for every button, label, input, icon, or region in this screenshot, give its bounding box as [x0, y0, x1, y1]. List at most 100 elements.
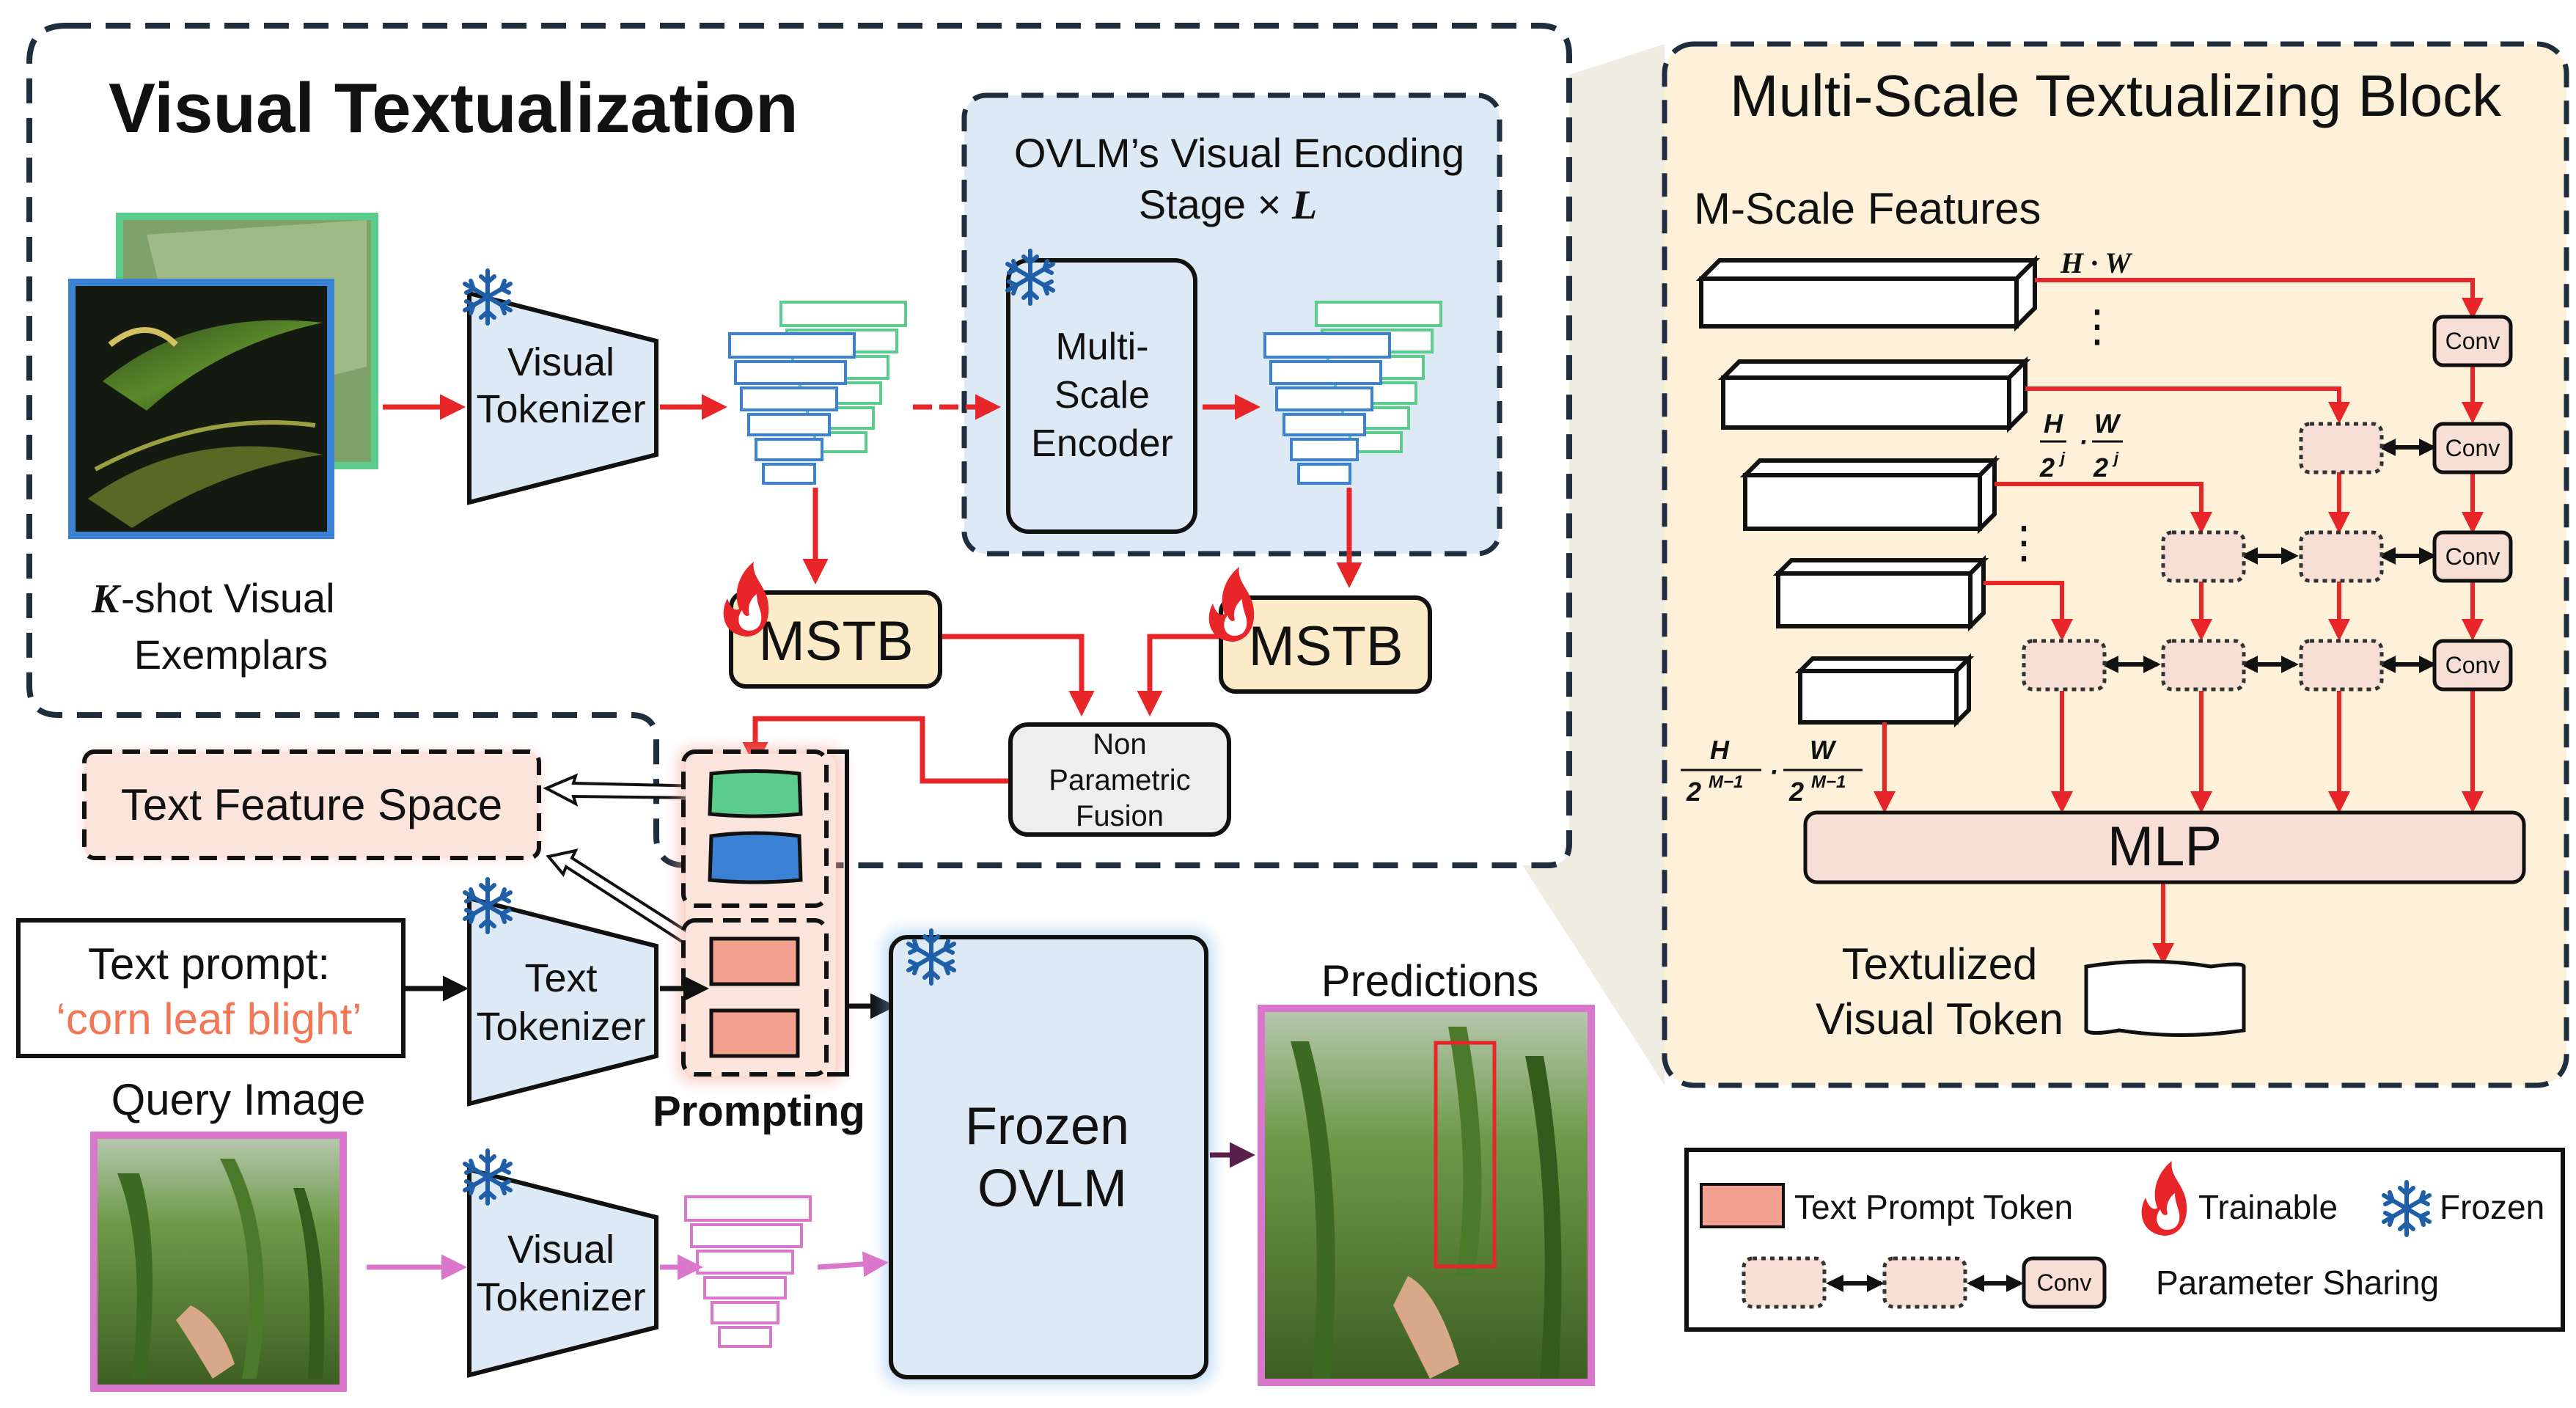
frozen-ovlm-box	[889, 935, 1208, 1379]
text-prompt-token	[709, 936, 800, 986]
prediction-image	[1258, 1005, 1595, 1386]
frac-m-den-w: 2	[1788, 777, 1804, 807]
legend-shared-cell	[1882, 1256, 1967, 1309]
frac-j-dot: ·	[2079, 427, 2088, 457]
output-label-line1: Textulized	[1842, 939, 2038, 989]
encoding-stage-line1: OVLM’s Visual Encoding	[1014, 130, 1464, 176]
shared-cell	[2299, 639, 2384, 692]
legend-text-prompt-swatch	[1700, 1183, 1785, 1228]
visual-tokenizer-bottom	[467, 1167, 658, 1378]
prediction-bounding-box	[1434, 1041, 1497, 1269]
mlp-box	[1803, 810, 2526, 884]
text-prompt-box	[16, 918, 406, 1058]
legend-trainable: Trainable	[2198, 1188, 2338, 1226]
mstb-box-1-label: MSTB	[758, 610, 913, 672]
conv-label: Conv	[2445, 435, 2500, 461]
ellipsis-1: ⋮	[2075, 301, 2119, 351]
feature-bar-1	[1695, 254, 2041, 332]
text-prompt-label: Text prompt:	[88, 939, 330, 989]
visual-tokenizer-top	[467, 290, 658, 505]
shared-cell	[2022, 639, 2107, 692]
feature-bar-4	[1772, 554, 1989, 632]
feature-bar-2	[1717, 356, 2031, 433]
frac-j-exp-w: j	[2112, 449, 2119, 467]
exemplars-label-line1: -shot Visual	[121, 575, 335, 621]
text-prompt-value: ‘corn leaf blight’	[56, 994, 362, 1044]
prompting-bracket	[827, 749, 849, 1077]
visual-tokenizer-top-line2: Tokenizer	[476, 387, 645, 431]
conv-box	[2432, 422, 2513, 474]
visual-token-blue	[708, 831, 803, 884]
mstb-detail-panel: Multi-Scale Textualizing Block M-Scale F…	[1437, 41, 2569, 1088]
encoder-line1: Multi-	[1055, 326, 1148, 368]
frac-j-den-h: 2	[2039, 452, 2055, 483]
mlp-label: MLP	[2107, 815, 2222, 878]
conv-box	[2432, 315, 2513, 367]
text-tokenizer-line2: Tokenizer	[476, 1005, 645, 1049]
conv-label: Conv	[2445, 543, 2500, 570]
frac-m-dot: ·	[1769, 757, 1778, 787]
mstb-box-2	[1219, 595, 1432, 694]
fusion-line2: Parametric	[1049, 764, 1190, 796]
legend: Text Prompt Token Trainable Frozen Conv …	[1684, 1148, 2565, 1332]
shared-conv-cells	[2022, 422, 2384, 692]
query-feature-pyramid	[684, 1195, 812, 1348]
query-image-label: Query Image	[111, 1075, 366, 1124]
text-feature-space-box	[82, 749, 541, 860]
mstb-title: Multi-Scale Textualizing Block	[1730, 63, 2502, 128]
query-image	[90, 1132, 347, 1392]
scale-m-label: H 2 M−1 · W 2 M−1	[1681, 735, 1863, 807]
frac-m-numerator-h: H	[1710, 735, 1730, 765]
scale-j-label: H 2 j · W 2 j	[2039, 408, 2123, 483]
text-prompt-token	[709, 1008, 800, 1058]
frozen-ovlm-line1: Frozen	[965, 1097, 1129, 1156]
textualized-token-shape	[2084, 959, 2246, 1037]
frac-j-numerator-w: W	[2094, 408, 2121, 439]
feature-bar-5	[1794, 653, 1975, 728]
legend-parameter-sharing: Parameter Sharing	[2156, 1264, 2439, 1302]
legend-text-prompt-token: Text Prompt Token	[1794, 1188, 2073, 1226]
legend-conv-box	[2022, 1256, 2107, 1309]
frac-m-numerator-w: W	[1810, 735, 1837, 765]
predictions-label: Predictions	[1321, 956, 1539, 1005]
multi-scale-encoder-box	[1006, 258, 1197, 534]
conv-label: Conv	[2445, 328, 2500, 354]
text-tokenizer-line1: Text	[524, 956, 597, 1000]
shared-cell	[2161, 530, 2246, 583]
query-flow-arrows	[367, 1251, 889, 1280]
frac-j-numerator-h: H	[2044, 408, 2063, 439]
shared-cell	[2299, 422, 2384, 474]
prompting-label: Prompting	[653, 1088, 865, 1135]
frac-j-exp-h: j	[2058, 449, 2066, 467]
feature-bar-3	[1739, 455, 2000, 535]
visual-textualization-title: Visual Textualization	[109, 69, 799, 147]
fusion-line3: Fusion	[1076, 800, 1164, 832]
text-feature-space-label: Text Feature Space	[121, 780, 502, 829]
visual-prompt-token-group	[681, 749, 829, 908]
conv-label: Conv	[2445, 652, 2500, 678]
encoder-line3: Encoder	[1031, 422, 1173, 465]
feature-bars	[1695, 254, 2041, 728]
mstb-red-arrows	[1874, 278, 2484, 965]
legend-conv-label: Conv	[2037, 1269, 2092, 1296]
non-parametric-fusion-box	[1008, 722, 1231, 837]
visual-tokenizer-bottom-line1: Visual	[507, 1228, 614, 1272]
shared-cell	[2161, 639, 2246, 692]
conv-column: Conv Conv Conv Conv	[2432, 315, 2513, 692]
exemplar-images	[68, 213, 378, 539]
text-tokenizer	[467, 895, 658, 1107]
shared-cell	[2299, 530, 2384, 583]
conv-box	[2432, 639, 2513, 692]
frozen-ovlm-line2: OVLM	[977, 1159, 1127, 1218]
visual-tokenizer-bottom-line2: Tokenizer	[476, 1275, 645, 1319]
visual-tokenizer-top-line1: Visual	[507, 340, 614, 384]
visual-token-green	[708, 769, 803, 818]
frac-m-den-h: 2	[1686, 777, 1701, 807]
fusion-line1: Non	[1093, 728, 1146, 760]
top-flow-arrows	[383, 394, 1362, 784]
mstb-box-1	[729, 590, 942, 689]
mstb-box-2-label: MSTB	[1248, 615, 1403, 678]
encoding-stage-line2: Stage ×	[1139, 181, 1282, 227]
encoding-stage-L: L	[1291, 183, 1317, 228]
ellipsis-2: ⋮	[2002, 518, 2046, 567]
